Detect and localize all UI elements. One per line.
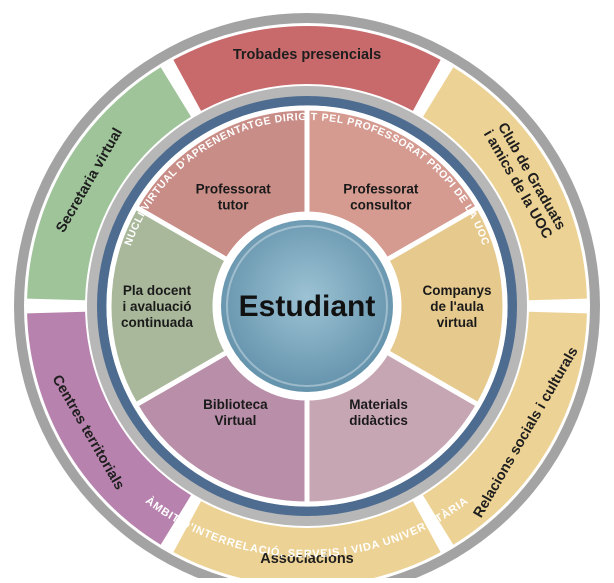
inner-segment-label-companys-aula-virtual-line-3: virtual	[437, 315, 478, 330]
outer-segment-trobades-presencials	[173, 25, 441, 111]
inner-segment-label-professorat-tutor-line-2: tutor	[218, 198, 249, 213]
inner-segment-label-companys-aula-virtual-line-2: de l'aula	[430, 299, 484, 314]
outer-segment-label-trobades-presencials-line-1: Trobades presencials	[233, 47, 381, 63]
inner-ring: ProfessorattutorProfessoratconsultorComp…	[106, 105, 508, 507]
inner-segment-label-companys-aula-virtual-line-1: Companys	[422, 283, 491, 298]
inner-segment-label-materials-didactics-line-1: Materials	[349, 397, 408, 412]
outer-segment-label-associacions-line-1: Associacions	[260, 551, 354, 567]
outer-segment-associacions	[173, 501, 441, 583]
center-disc	[221, 220, 393, 392]
outer-segment-relacions-socials	[422, 311, 587, 545]
inner-segment-label-professorat-consultor-line-1: Professorat	[343, 182, 419, 197]
inner-segment-label-materials-didactics-line-2: didàctics	[349, 413, 408, 428]
inner-segment-label-biblioteca-virtual-line-1: Biblioteca	[203, 397, 268, 412]
outer-segment-label-trobades-presencials-group: Trobades presencials	[233, 47, 381, 63]
inner-segment-label-pla-docent-line-1: Pla docent	[123, 283, 192, 298]
center-disc-inner-ring	[226, 225, 388, 387]
outer-segment-secretaria-virtual	[27, 67, 192, 301]
outer-segment-centres-territorials	[27, 311, 192, 545]
inner-segment-label-biblioteca-virtual-line-2: Virtual	[215, 413, 257, 428]
outer-segment-club-de-graduats	[422, 67, 587, 301]
inner-segment-label-professorat-tutor-line-1: Professorat	[196, 182, 272, 197]
inner-segment-label-professorat-consultor-line-2: consultor	[350, 198, 412, 213]
inner-segment-label-pla-docent-line-3: continuada	[121, 315, 193, 330]
outer-segment-label-associacions-group: Associacions	[260, 551, 354, 567]
center-label: Estudiant	[239, 290, 376, 323]
inner-segment-label-pla-docent-line-2: i avaluació	[122, 299, 191, 314]
